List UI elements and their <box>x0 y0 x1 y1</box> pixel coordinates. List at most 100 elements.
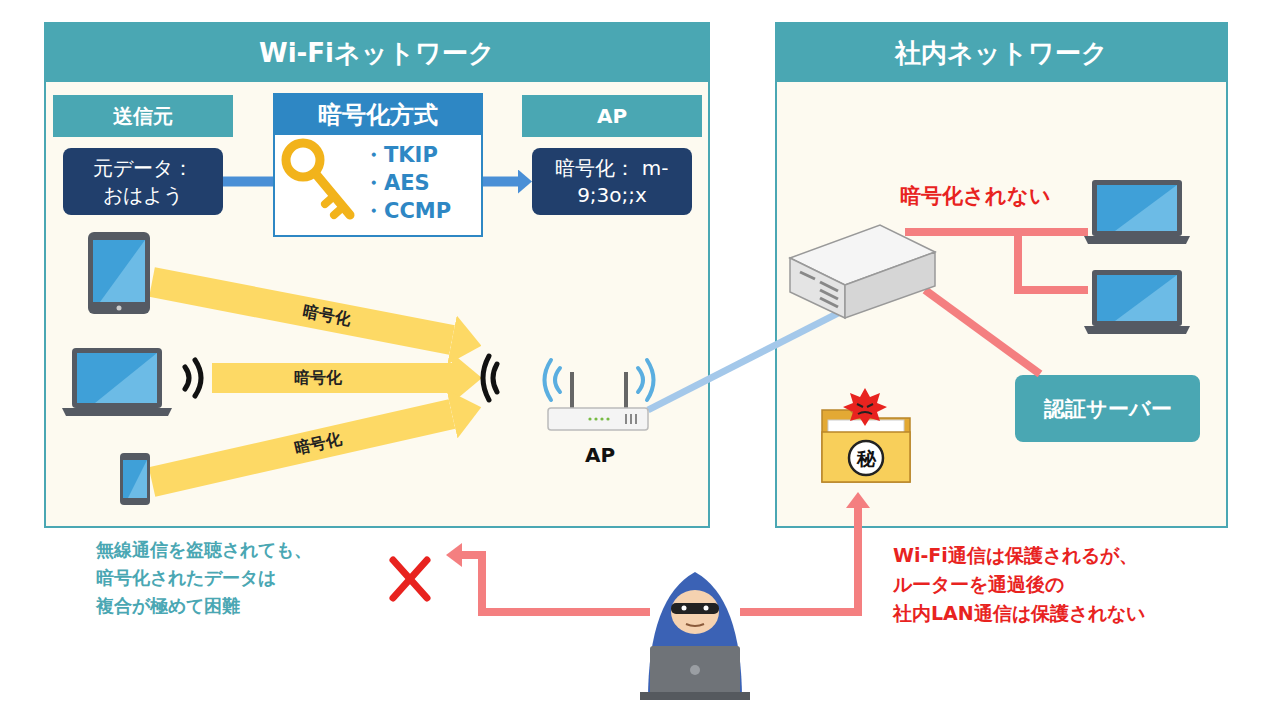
encrypted-arrow <box>152 282 452 482</box>
hacker-figure <box>682 606 687 611</box>
hacker-figure <box>640 692 750 700</box>
router-icon <box>638 368 643 392</box>
key-icon <box>325 196 334 204</box>
hacker-figure <box>671 590 719 634</box>
tablet-icon <box>88 232 150 314</box>
server-icon <box>845 252 935 318</box>
note-text: 無線通信を盗聴されても、 暗号化されたデータは 複合が極めて困難 <box>96 536 386 620</box>
hacker-figure <box>686 624 704 626</box>
threat-icon <box>843 388 887 426</box>
data-text: 元データ： おはよう <box>63 148 223 215</box>
secret-folder <box>849 441 883 475</box>
laptop-icon <box>72 348 162 408</box>
server-icon <box>790 225 935 318</box>
hacker-figure <box>650 646 740 696</box>
phone-icon <box>123 460 147 498</box>
tablet-icon <box>88 232 150 314</box>
laptop-icon <box>1115 185 1177 231</box>
tag-text: 送信元 <box>53 95 233 137</box>
panel-title: 社内ネットワーク <box>777 24 1226 82</box>
uplink-line <box>648 302 860 410</box>
connector-arrow <box>483 177 518 187</box>
hacker-figure <box>671 603 719 614</box>
key-icon <box>286 143 350 215</box>
attack-arrow <box>462 508 858 612</box>
hacker-figure <box>690 665 700 675</box>
encrypted-arrow <box>212 363 452 393</box>
laptop-icon <box>1092 270 1182 326</box>
threat-icon <box>867 404 873 407</box>
secret-folder <box>822 410 910 482</box>
data-text: 暗号化： m-9;3o;;x <box>532 148 692 215</box>
encryption-method-box: 暗号化方式・TKIP・AES・CCMP <box>273 93 483 237</box>
data-box: 暗号化： m-9;3o;;x <box>532 148 692 215</box>
router-icon <box>588 417 591 420</box>
method-item: ・AES <box>363 169 430 197</box>
router-icon <box>545 360 552 400</box>
server-icon <box>820 282 838 291</box>
router-icon <box>606 417 609 420</box>
router-icon <box>545 360 654 430</box>
access-point: AP <box>545 345 655 467</box>
attack-arrow <box>462 555 650 612</box>
laptop-icon <box>62 408 172 416</box>
attack-arrow <box>740 508 858 612</box>
method-item: ・TKIP <box>363 141 438 169</box>
server-icon <box>790 258 845 318</box>
tablet-icon <box>100 240 145 302</box>
encrypted-arrow <box>152 282 452 340</box>
laptop-icon <box>1115 275 1177 321</box>
router-icon <box>624 372 628 410</box>
threat-icon <box>857 404 863 407</box>
server-icon <box>800 272 815 279</box>
key-icon <box>315 173 350 215</box>
phone-icon <box>120 453 150 505</box>
hacker-figure <box>640 572 750 700</box>
lan-wire <box>925 290 1040 374</box>
tablet-icon <box>93 240 145 302</box>
blocked-mark <box>393 560 427 598</box>
method-item: ・CCMP <box>363 197 451 225</box>
laptop-icon <box>1097 185 1177 231</box>
tag-text: AP <box>522 95 702 137</box>
router-icon <box>570 372 574 410</box>
lan-wire <box>905 232 1088 374</box>
server-icon <box>820 298 838 307</box>
router-icon <box>647 360 654 400</box>
connector-arrow <box>223 177 273 187</box>
wifi-wave <box>493 364 497 392</box>
key-icon <box>286 143 320 177</box>
router-icon <box>594 417 597 420</box>
router-icon <box>600 417 603 420</box>
secret-folder <box>822 432 910 482</box>
wifi-wave <box>185 356 497 400</box>
network-panel: 認証サーバー 社内ネットワーク <box>775 22 1228 528</box>
phone-icon <box>128 460 147 498</box>
secret-folder <box>822 410 910 482</box>
router-icon <box>545 360 654 400</box>
laptop-icon <box>95 353 157 403</box>
server-icon <box>820 290 838 299</box>
phone-icon <box>120 453 150 505</box>
section-tag: AP <box>522 95 702 137</box>
section-tag: 送信元 <box>53 95 233 137</box>
data-box: 元データ： おはよう <box>63 148 223 215</box>
threat-icon <box>843 388 887 426</box>
method-title: 暗号化方式 <box>275 95 481 135</box>
auth-server-box: 認証サーバー <box>1015 375 1200 442</box>
router-icon <box>548 408 648 430</box>
wifi-wave <box>195 360 201 396</box>
laptop-icon <box>1084 180 1190 334</box>
laptop-icon <box>62 348 172 416</box>
encrypted-arrow <box>152 414 452 482</box>
key-icon <box>334 207 343 215</box>
blocked-mark <box>393 560 427 598</box>
laptop-icon <box>1084 236 1190 244</box>
laptop-icon <box>1097 275 1177 321</box>
network-panel: 送信元暗号化方式・TKIP・AES・CCMPAP元データ： おはよう暗号化： m… <box>44 22 710 528</box>
warning-note: Wi-Fi通信は保護されるが、 ルーターを通過後の 社内LAN通信は保護されない <box>893 541 1223 628</box>
box-text: 認証サーバー <box>1015 375 1200 442</box>
hacker-figure <box>704 606 709 611</box>
